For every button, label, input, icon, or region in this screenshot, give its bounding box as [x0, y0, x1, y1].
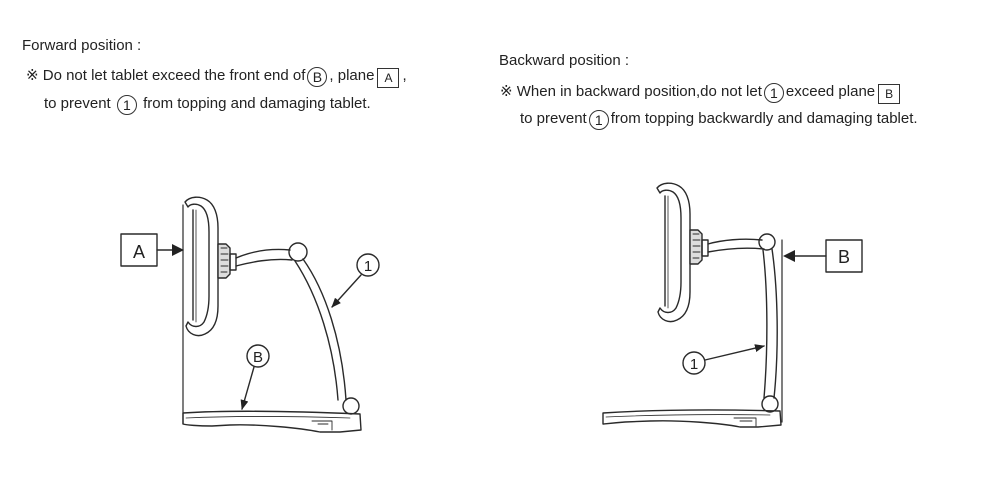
- forward-base: [182, 410, 362, 433]
- backward-upper-joint: [758, 233, 776, 251]
- forward-line1-mid: , plane: [329, 67, 375, 84]
- backward-line2-suffix: from topping backwardly and damaging tab…: [610, 110, 918, 127]
- forward-line-1: ※ Do not let tablet exceed the front end…: [26, 66, 407, 88]
- forward-line1-circle-b: B: [307, 67, 328, 87]
- backward-lower-joint: [761, 395, 779, 413]
- forward-upper-arm: [235, 248, 291, 259]
- backward-line1-circle-1: 1: [763, 83, 784, 103]
- backward-label-1: 1: [690, 356, 698, 373]
- forward-line2-suffix: from topping and damaging tablet.: [143, 95, 371, 112]
- backward-label-b-box: [825, 239, 863, 273]
- backward-mount-knob: [689, 229, 709, 265]
- backward-label-b: B: [838, 247, 850, 267]
- forward-upper-joint: [288, 242, 308, 262]
- forward-label-b: B: [253, 349, 263, 366]
- forward-label-a-box: [120, 233, 158, 267]
- forward-label-1-circle: [356, 253, 380, 277]
- backward-support-arm: [771, 248, 778, 399]
- backward-line1-box-b: B: [878, 84, 901, 104]
- forward-label-b-circle: [246, 344, 270, 368]
- forward-line1-suffix: ,: [402, 67, 407, 84]
- forward-support-arm: [302, 258, 347, 401]
- backward-tablet-clamp: [656, 182, 691, 323]
- forward-title: Forward position :: [22, 37, 142, 54]
- backward-base: [602, 409, 782, 428]
- forward-line-2: to prevent 1 from topping and damaging t…: [44, 94, 371, 115]
- backward-title: Backward position :: [499, 52, 630, 69]
- backward-line2-prefix: to prevent: [520, 110, 587, 127]
- forward-line2-prefix: to prevent: [44, 95, 111, 112]
- forward-tablet-clamp: [184, 196, 219, 337]
- forward-stand-diagram: [120, 196, 380, 433]
- forward-label-a: A: [133, 242, 145, 262]
- forward-line1-prefix: ※ Do not let tablet exceed the front end…: [26, 67, 306, 84]
- forward-line1-box-a: A: [377, 68, 400, 88]
- backward-line2-circle-1: 1: [588, 110, 609, 130]
- backward-line1-prefix: ※ When in backward position,do not let: [500, 83, 762, 100]
- forward-lower-joint: [342, 397, 360, 415]
- backward-label-1-circle: [682, 351, 706, 375]
- forward-line2-circle-1: 1: [116, 95, 137, 115]
- forward-label-1: 1: [364, 258, 372, 275]
- backward-line1-mid: exceed plane: [785, 83, 876, 100]
- backward-stand-diagram: [602, 182, 863, 428]
- forward-mount-knob: [217, 243, 237, 279]
